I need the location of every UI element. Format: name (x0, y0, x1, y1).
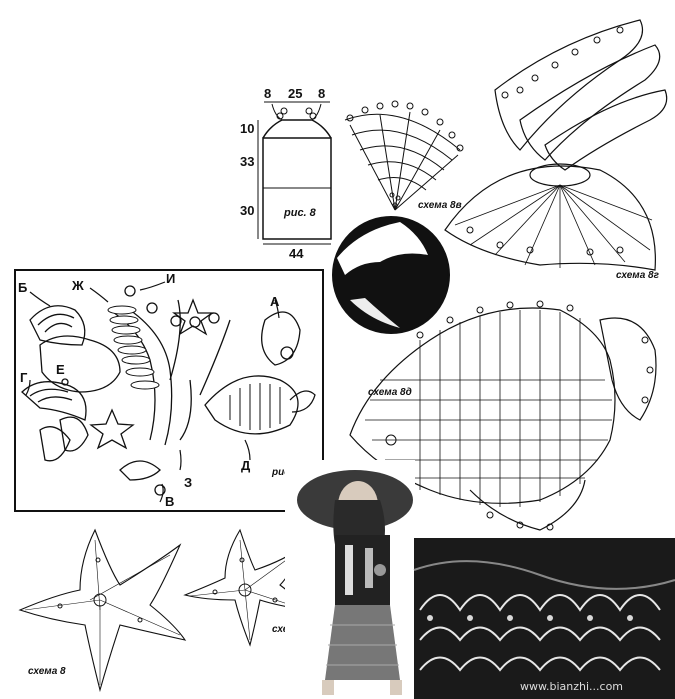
assembly-label-e: Е (56, 362, 65, 377)
assembly-label-z: З (184, 475, 192, 490)
fish-scheme-caption: схема 8д (368, 387, 412, 398)
assembly-label-v: В (165, 494, 174, 509)
star-left-caption: схема 8 (28, 666, 66, 677)
assembly-label-b: Б (18, 280, 27, 295)
fan-scheme-caption: схема 8в (418, 200, 462, 211)
dim-side-1: 10 (240, 121, 254, 136)
assembly-figure-frame (14, 269, 324, 512)
dim-bottom: 44 (289, 246, 304, 261)
dim-top-mid: 25 (288, 86, 302, 101)
assembly-label-i: И (166, 271, 175, 286)
dim-top-right: 8 (318, 86, 325, 101)
assembly-label-a: А (270, 294, 280, 309)
dim-top-left: 8 (264, 86, 271, 101)
watermark: www.bianzhi...com (520, 680, 623, 693)
assembly-label-g: Г (20, 370, 28, 385)
assembly-label-zh: Ж (71, 278, 84, 293)
assembly-label-d: Д (241, 458, 251, 473)
dim-side-2: 33 (240, 154, 254, 169)
dress-caption: рис. 8 (283, 207, 317, 219)
dim-side-3: 30 (240, 203, 254, 218)
shell-scheme-caption: схема 8г (616, 270, 660, 281)
